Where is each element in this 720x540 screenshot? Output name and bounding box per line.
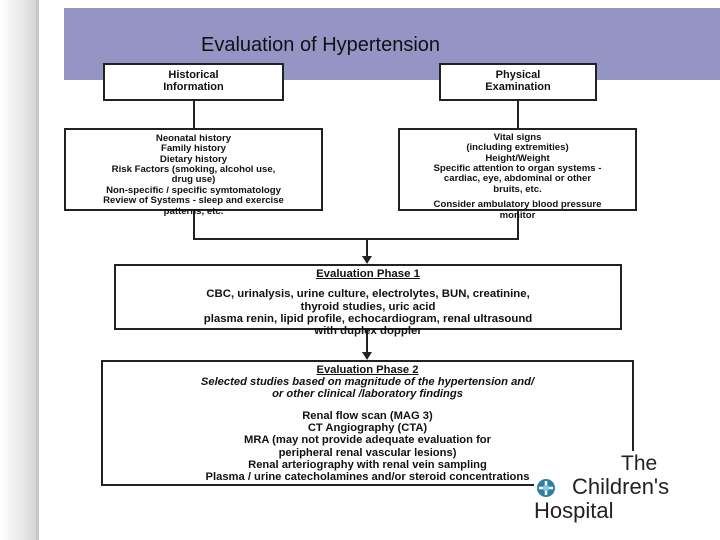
phase2-heading: Evaluation Phase 2 xyxy=(316,364,419,376)
connector-physical-detail-down xyxy=(517,211,519,239)
connector-historical-down xyxy=(193,101,195,128)
box-line: bruits, etc. xyxy=(493,183,542,195)
logo-line: Hospital xyxy=(534,498,614,523)
spacer xyxy=(116,280,620,288)
logo-line: Children's xyxy=(572,474,670,499)
logo-mark-icon xyxy=(537,479,555,497)
box-line: Vital signs xyxy=(493,132,542,143)
box-line: CBC, urinalysis, urine culture, electrol… xyxy=(206,288,530,301)
logo-line: The xyxy=(621,452,658,475)
box-line: Specific attention to organ systems - xyxy=(433,163,602,175)
box-line: cardiac, eye, abdominal or other xyxy=(443,173,592,185)
phase2-subtitle: Selected studies based on magnitude of t… xyxy=(200,376,535,389)
connector-physical-down xyxy=(517,101,519,128)
evaluation-phase1-box: Evaluation Phase 1 CBC, urinalysis, urin… xyxy=(114,264,622,337)
historical-information-box: Historical Information xyxy=(103,63,284,101)
connector-join xyxy=(193,238,519,240)
box-line: Plasma / urine catecholamines and/or ste… xyxy=(205,470,530,483)
connector-to-phase2 xyxy=(366,330,368,353)
arrowhead-phase1 xyxy=(362,256,372,264)
left-decor-rule xyxy=(36,0,39,540)
box-line: MRA (may not provide adequate evaluation… xyxy=(244,434,491,447)
box-line: plasma renin, lipid profile, echocardiog… xyxy=(203,312,533,325)
box-line: (including extremities) xyxy=(466,142,569,154)
physical-detail-box: Vital signs (including extremities) Heig… xyxy=(398,128,637,220)
hospital-logo: The Children's Hospital xyxy=(534,451,702,523)
box-line: Risk Factors (smoking, alcohol use, xyxy=(111,164,276,176)
box-line: Renal arteriography with renal vein samp… xyxy=(248,458,487,471)
box-line: Review of Systems - sleep and exercise xyxy=(103,195,284,207)
box-line: monitor xyxy=(499,209,536,221)
connector-to-phase1 xyxy=(366,238,368,257)
box-line: patterns, etc. xyxy=(163,205,224,217)
box-line: Non-specific / specific symtomatology xyxy=(106,184,281,196)
box-line: Neonatal history xyxy=(155,133,232,144)
box-line: with duplex doppler xyxy=(314,325,422,338)
box-line: Information xyxy=(163,80,224,93)
box-line: Examination xyxy=(485,80,551,93)
phase2-subtitle: or other clinical /laboratory findings xyxy=(272,388,463,401)
box-line: Consider ambulatory blood pressure xyxy=(433,199,602,211)
box-line: Dietary history xyxy=(159,153,228,165)
box-line: Height/Weight xyxy=(485,152,550,164)
arrowhead-phase2 xyxy=(362,352,372,360)
connector-historical-detail-down xyxy=(193,211,195,239)
spacer xyxy=(103,400,632,410)
phase1-heading: Evaluation Phase 1 xyxy=(316,268,420,280)
box-line: peripheral renal vascular lesions) xyxy=(278,446,457,459)
box-line: Historical xyxy=(168,69,219,81)
box-line: Physical xyxy=(495,69,541,81)
slide-title: Evaluation of Hypertension xyxy=(201,34,441,56)
box-line: thyroid studies, uric acid xyxy=(300,300,436,313)
box-line: Family history xyxy=(160,143,227,155)
physical-examination-box: Physical Examination xyxy=(439,63,597,101)
historical-detail-box: Neonatal history Family history Dietary … xyxy=(64,128,323,216)
left-decor-strip xyxy=(0,0,36,540)
box-line: Renal flow scan (MAG 3) xyxy=(302,410,433,423)
box-line: drug use) xyxy=(171,174,216,186)
box-line: CT Angiography (CTA) xyxy=(307,422,428,435)
